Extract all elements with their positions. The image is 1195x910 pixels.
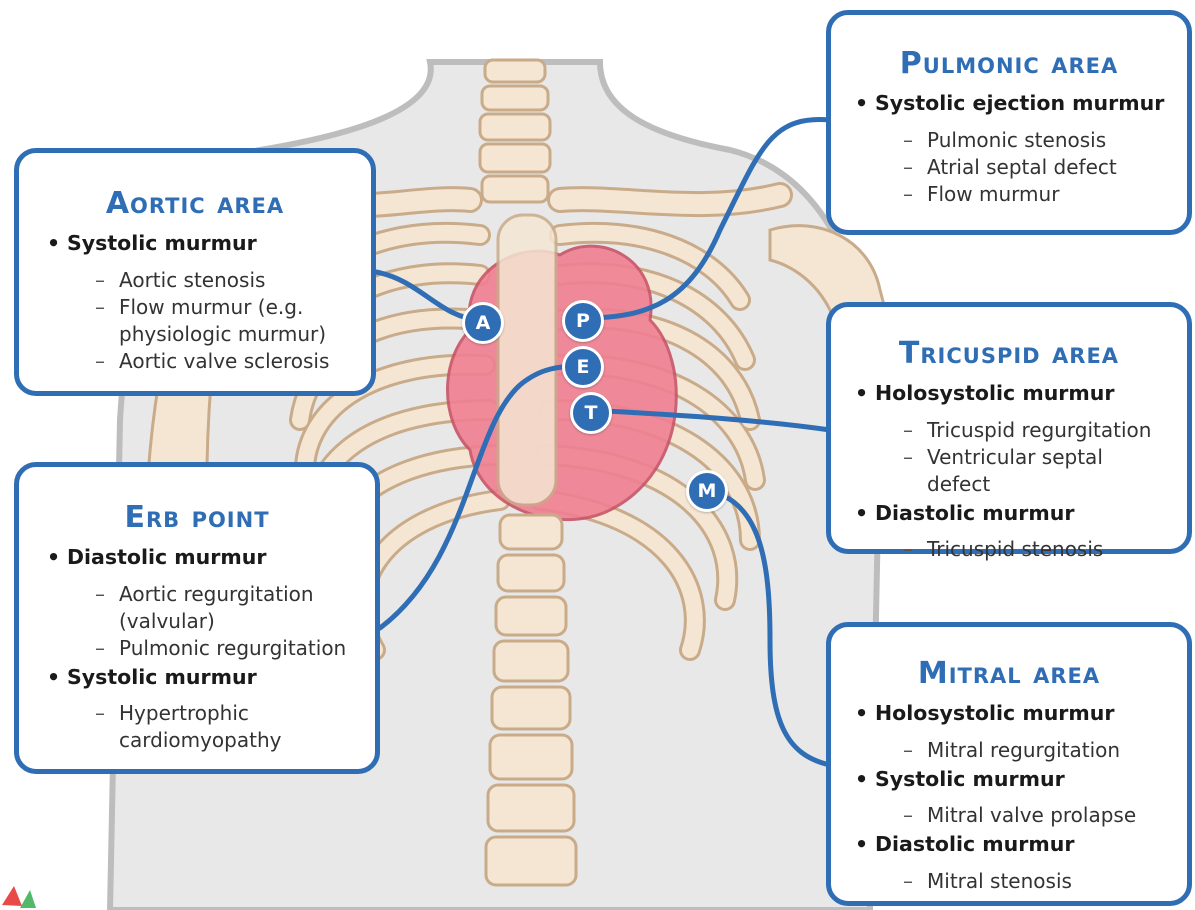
condition-item: Aortic stenosis xyxy=(67,267,351,294)
condition-item: Aortic valve sclerosis xyxy=(67,348,351,375)
murmur-group: Systolic murmur Hypertrophic cardiomyopa… xyxy=(39,664,355,755)
aortic-area-title: Aortic area xyxy=(39,187,351,220)
murmur-group: Holosystolic murmur Mitral regurgitation xyxy=(847,700,1171,764)
erb-point-box: Erb point Diastolic murmur Aortic regurg… xyxy=(14,462,380,774)
murmur-group: Diastolic murmur Aortic regurgitation (v… xyxy=(39,544,355,662)
right-clavicle-fill xyxy=(560,195,780,204)
murmur-label: Holosystolic murmur xyxy=(875,701,1114,725)
condition-item: Mitral regurgitation xyxy=(875,737,1171,764)
murmur-group: Systolic murmur Aortic stenosis Flow mur… xyxy=(39,230,351,375)
murmur-group: Diastolic murmur Tricuspid stenosis xyxy=(847,500,1171,564)
marker-pulmonic: P xyxy=(562,300,604,342)
condition-item: Tricuspid stenosis xyxy=(875,536,1171,563)
murmur-group: Systolic murmur Mitral valve prolapse xyxy=(847,766,1171,830)
cervical-spine xyxy=(480,60,550,202)
condition-item: Flow murmur (e.g. physiologic murmur) xyxy=(67,294,351,348)
aortic-area-list: Systolic murmur Aortic stenosis Flow mur… xyxy=(39,230,351,375)
tricuspid-area-box: Tricuspid area Holosystolic murmur Tricu… xyxy=(826,302,1192,554)
tricuspid-area-title: Tricuspid area xyxy=(847,337,1171,370)
condition-item: Mitral valve prolapse xyxy=(875,802,1171,829)
heart xyxy=(448,246,677,519)
marker-mitral: M xyxy=(686,470,728,512)
logo-mark xyxy=(2,886,22,906)
murmur-label: Systolic murmur xyxy=(67,231,257,255)
tricuspid-area-list: Holosystolic murmur Tricuspid regurgitat… xyxy=(847,380,1171,563)
condition-item: Tricuspid regurgitation xyxy=(875,417,1171,444)
condition-item: Ventricular septal defect xyxy=(875,444,1171,498)
erb-point-title: Erb point xyxy=(39,501,355,534)
murmur-label: Diastolic murmur xyxy=(875,832,1074,856)
aortic-area-box: Aortic area Systolic murmur Aortic steno… xyxy=(14,148,376,396)
murmur-group: Systolic ejection murmur Pulmonic stenos… xyxy=(847,90,1171,208)
condition-item: Flow murmur xyxy=(875,181,1171,208)
murmur-label: Diastolic murmur xyxy=(67,545,266,569)
mitral-area-box: Mitral area Holosystolic murmur Mitral r… xyxy=(826,622,1192,906)
marker-erb: E xyxy=(562,346,604,388)
condition-item: Pulmonic regurgitation xyxy=(67,635,355,662)
condition-item: Hypertrophic cardiomyopathy xyxy=(67,700,355,754)
murmur-label: Diastolic murmur xyxy=(875,501,1074,525)
mitral-area-title: Mitral area xyxy=(847,657,1171,690)
pulmonic-area-list: Systolic ejection murmur Pulmonic stenos… xyxy=(847,90,1171,208)
erb-point-list: Diastolic murmur Aortic regurgitation (v… xyxy=(39,544,355,754)
marker-tricuspid: T xyxy=(570,392,612,434)
murmur-group: Diastolic murmur Mitral stenosis xyxy=(847,831,1171,895)
lower-spine xyxy=(486,515,576,885)
sternum xyxy=(498,215,556,505)
pulmonic-area-box: Pulmonic area Systolic ejection murmur P… xyxy=(826,10,1192,235)
condition-item: Aortic regurgitation (valvular) xyxy=(67,581,355,635)
condition-item: Atrial septal defect xyxy=(875,154,1171,181)
murmur-label: Systolic murmur xyxy=(875,767,1065,791)
murmur-label: Systolic ejection murmur xyxy=(875,91,1164,115)
murmur-label: Holosystolic murmur xyxy=(875,381,1114,405)
pulmonic-area-title: Pulmonic area xyxy=(847,47,1171,80)
marker-aortic: A xyxy=(462,302,504,344)
murmur-label: Systolic murmur xyxy=(67,665,257,689)
murmur-group: Holosystolic murmur Tricuspid regurgitat… xyxy=(847,380,1171,498)
condition-item: Mitral stenosis xyxy=(875,868,1171,895)
condition-item: Pulmonic stenosis xyxy=(875,127,1171,154)
mitral-area-list: Holosystolic murmur Mitral regurgitation… xyxy=(847,700,1171,895)
